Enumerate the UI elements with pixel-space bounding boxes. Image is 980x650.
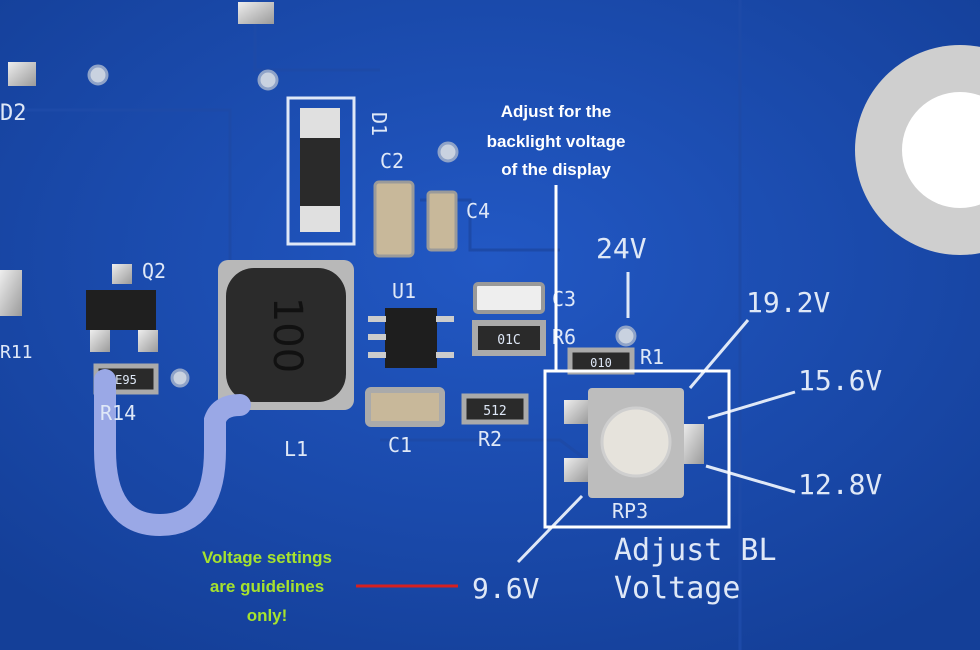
label-r2: R2 (478, 427, 502, 451)
resistor-r6 (472, 320, 546, 356)
svg-text:are guidelines: are guidelines (210, 577, 324, 596)
svg-text:only!: only! (247, 606, 288, 625)
label-r1: R1 (640, 345, 664, 369)
resistor-r2 (461, 393, 529, 425)
label-rp3: RP3 (612, 499, 648, 523)
capacitor-c2 (373, 180, 415, 258)
svg-text:Adjust for the: Adjust for the (501, 102, 612, 121)
guideline-note: Voltage settings are guidelines only! (202, 548, 332, 625)
voltage-9-6v: 9.6V (472, 572, 540, 605)
label-r14: R14 (100, 401, 136, 425)
voltage-19-2v: 19.2V (746, 286, 830, 319)
label-voltage: Voltage (614, 571, 740, 606)
inductor-value: 100 (264, 297, 310, 373)
ic-u1 (385, 308, 437, 368)
svg-text:E95: E95 (115, 373, 137, 387)
label-d2: D2 (0, 101, 27, 126)
svg-text:010: 010 (590, 356, 612, 370)
capacitor-c3 (473, 282, 545, 314)
voltage-12-8v: 12.8V (798, 468, 882, 501)
svg-text:backlight voltage: backlight voltage (487, 132, 626, 151)
transistor-q2 (86, 290, 156, 330)
label-u1: U1 (392, 279, 416, 303)
label-adjust-bl: Adjust BL (614, 533, 777, 568)
led-d2 (8, 62, 36, 86)
trim-screw-icon[interactable] (600, 406, 672, 478)
voltage-leader-lines (516, 272, 796, 564)
label-c1: C1 (388, 433, 412, 457)
vias (87, 64, 637, 388)
label-d1: D1 (367, 112, 391, 136)
label-r11: R11 (0, 342, 33, 363)
svg-text:of the display: of the display (501, 160, 611, 179)
voltage-15-6v: 15.6V (798, 364, 882, 397)
label-l1: L1 (284, 437, 308, 461)
voltage-24v: 24V (596, 232, 647, 265)
jumper-wire (94, 369, 251, 537)
svg-text:Voltage settings: Voltage settings (202, 548, 332, 567)
highlight-box (543, 369, 731, 529)
label-c2: C2 (380, 149, 404, 173)
resistor-r11 (0, 270, 22, 316)
capacitor-c4 (426, 190, 458, 252)
label-c4: C4 (466, 199, 490, 223)
svg-text:01C: 01C (497, 333, 520, 348)
capacitor-c1 (365, 387, 445, 427)
label-q2: Q2 (142, 259, 166, 283)
svg-text:512: 512 (483, 404, 506, 419)
backlight-note: Adjust for the backlight voltage of the … (487, 102, 626, 179)
